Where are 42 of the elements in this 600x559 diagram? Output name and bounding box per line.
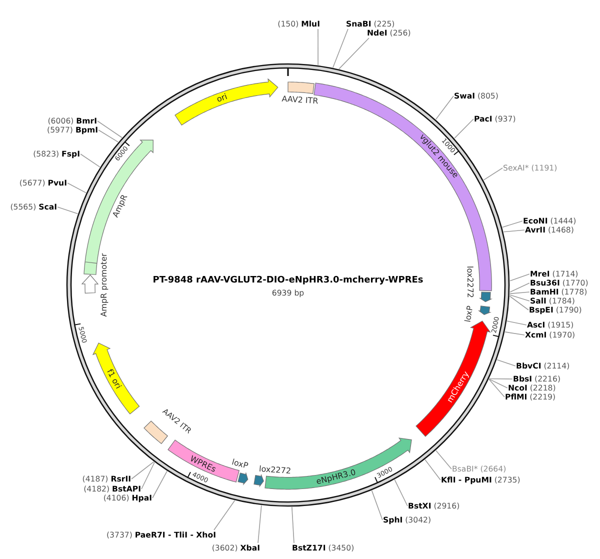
feature-label: lox2272 bbox=[466, 266, 476, 298]
leader-line bbox=[509, 282, 530, 292]
leader-line bbox=[131, 461, 154, 480]
leader-line bbox=[80, 154, 100, 168]
leader-line bbox=[338, 38, 370, 70]
leader-line bbox=[436, 450, 452, 470]
feature-label: AmpR promoter bbox=[99, 253, 108, 317]
leader-line bbox=[424, 459, 441, 480]
leader-line bbox=[214, 500, 236, 530]
leader-line bbox=[488, 378, 505, 398]
leader-line bbox=[332, 28, 348, 68]
leader-line bbox=[371, 490, 383, 520]
leader-line bbox=[503, 230, 525, 232]
feature-label: loxP bbox=[463, 304, 474, 322]
feature-label: f1 ori bbox=[105, 368, 123, 391]
feature-label: loxP bbox=[231, 457, 250, 470]
leader-line bbox=[258, 505, 262, 544]
leader-line bbox=[506, 320, 527, 326]
leader-line bbox=[292, 506, 294, 544]
leader-line bbox=[67, 182, 86, 194]
feature-label: ori bbox=[215, 92, 228, 104]
leader-line bbox=[394, 479, 408, 506]
leader-line bbox=[502, 220, 523, 228]
leader-line bbox=[152, 470, 168, 498]
leader-line bbox=[98, 130, 119, 142]
leader-line bbox=[496, 359, 516, 366]
leader-line bbox=[454, 118, 474, 139]
leader-line bbox=[483, 168, 503, 180]
feature-label: lox2272 bbox=[258, 464, 292, 476]
leader-line bbox=[504, 332, 525, 336]
plasmid-name: PT-9848 rAAV-VGLUT2-DIO-eNpHR3.0-mcherry-WPREs bbox=[152, 276, 424, 286]
leader-line bbox=[97, 120, 122, 138]
leader-line bbox=[435, 96, 454, 120]
leader-line bbox=[57, 206, 78, 214]
leader-line bbox=[509, 294, 530, 302]
leader-line bbox=[488, 378, 513, 380]
leader-line bbox=[509, 292, 530, 294]
leader-line bbox=[488, 378, 508, 388]
leader-line bbox=[510, 274, 530, 282]
leader-line bbox=[509, 296, 529, 310]
feature-label: AAV2 ITR bbox=[281, 94, 318, 106]
leader-line bbox=[141, 462, 155, 490]
